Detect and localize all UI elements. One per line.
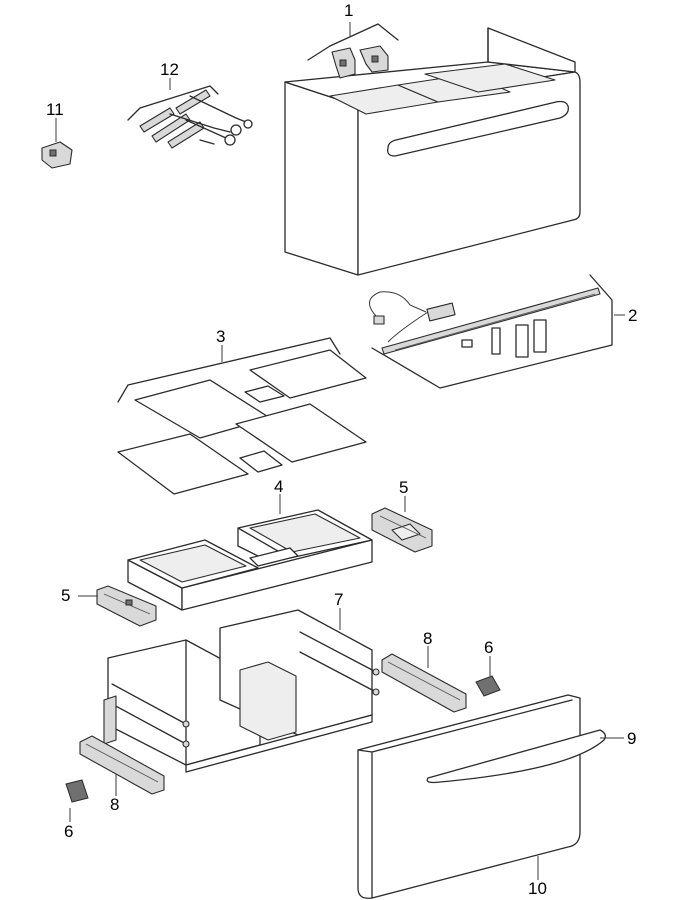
leader-lines [55,22,625,880]
part-5-runner-brackets [96,507,433,627]
part-9-handle [426,729,606,784]
part-3-drawer-mats [117,337,367,495]
callout-6-left: 6 [64,822,74,841]
part-1-cabinet [284,27,581,276]
part-4-drawer-insert [127,509,373,611]
callout-12: 12 [160,60,179,79]
callout-2: 2 [628,306,638,325]
part-12-fixing-set [127,85,253,149]
part-1-hinge-brackets [307,23,399,79]
part-11-bracket [41,141,73,169]
part-7-drawer-frame [103,609,380,773]
callout-1: 1 [344,1,354,20]
callout-5-left: 5 [61,586,71,605]
callout-8-left: 8 [110,795,120,814]
callout-9: 9 [627,729,637,748]
part-2-light-strip [369,274,613,389]
callout-3: 3 [216,327,226,346]
callout-4: 4 [274,477,284,496]
part-8-drawer-slides [79,653,467,795]
callout-8-right: 8 [423,629,433,648]
callout-11: 11 [46,100,64,119]
callout-10: 10 [528,879,547,898]
callout-6-right: 6 [484,638,494,657]
callout-7: 7 [334,590,344,609]
part-10-drawer-front [357,694,581,899]
callout-5-top: 5 [399,478,409,497]
part-6-pads [65,675,501,803]
